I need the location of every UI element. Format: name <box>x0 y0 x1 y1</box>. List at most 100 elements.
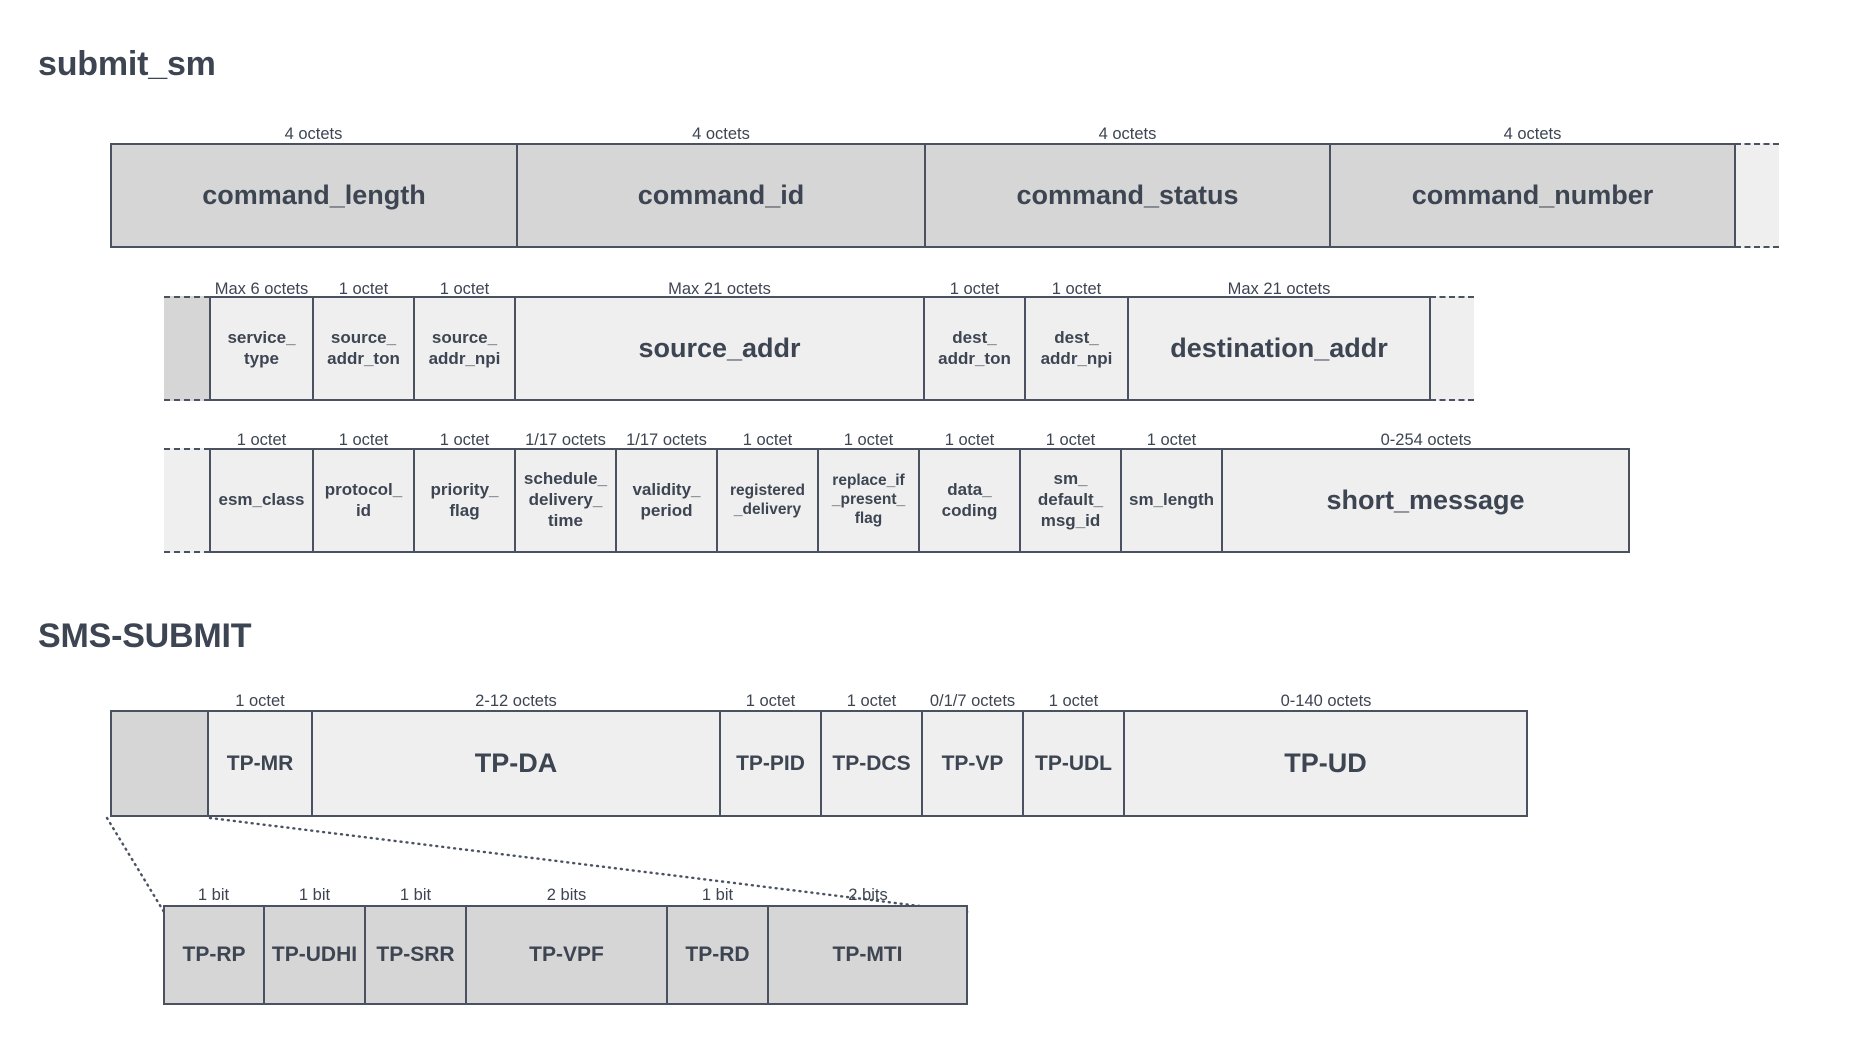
field-label: TP-PID <box>736 751 805 775</box>
field-dest-addr-npi[interactable]: dest_ addr_npi <box>1025 296 1128 401</box>
field-label: command_id <box>637 180 805 211</box>
field-tp-mr[interactable]: TP-MR <box>208 710 312 817</box>
field-registered-delivery[interactable]: registered _delivery <box>717 448 818 553</box>
field-label: command_length <box>202 180 426 211</box>
field-label: sm_ default_ msg_id <box>1037 469 1104 530</box>
field-label: data_ coding <box>941 479 998 520</box>
field-command-length[interactable]: command_length <box>110 143 517 248</box>
size-caption: 1 octet <box>742 431 793 449</box>
field-label: destination_addr <box>1170 333 1388 364</box>
field-label: TP-VPF <box>529 943 604 967</box>
size-caption: 1 octet <box>949 280 1000 298</box>
field-label: TP-MTI <box>832 943 903 967</box>
field-label: source_addr <box>638 333 801 364</box>
field-label: TP-MR <box>226 751 294 775</box>
field-label: registered _delivery <box>730 481 805 518</box>
field-data-coding[interactable]: data_ coding <box>919 448 1020 553</box>
field-label: sm_length <box>1128 490 1215 510</box>
field-label: TP-UD <box>1284 748 1367 779</box>
size-caption: 4 octets <box>692 125 750 143</box>
size-caption: Max 21 octets <box>668 280 771 298</box>
field-source-addr[interactable]: source_addr <box>515 296 924 401</box>
size-caption: 1 octet <box>439 280 490 298</box>
field-tp-pid[interactable]: TP-PID <box>720 710 821 817</box>
flags-row: TP-RP TP-UDHI TP-SRR TP-VPF TP-RD TP-MTI <box>163 905 968 1005</box>
size-caption: 4 octets <box>1503 125 1562 143</box>
field-replace-if-present-flag[interactable]: replace_if _present_ flag <box>818 448 919 553</box>
size-caption: 1 octet <box>338 280 389 298</box>
size-caption: 0/1/7 octets <box>929 692 1016 710</box>
field-schedule-delivery-time[interactable]: schedule_ delivery_ time <box>515 448 616 553</box>
field-validity-period[interactable]: validity_ period <box>616 448 717 553</box>
bit-tp-mti[interactable]: TP-MTI <box>768 905 968 1005</box>
field-dest-addr-ton[interactable]: dest_ addr_ton <box>924 296 1025 401</box>
address-row-captions: Max 6 octets 1 octet 1 octet Max 21 octe… <box>210 277 1570 299</box>
field-label: schedule_ delivery_ time <box>523 469 608 530</box>
field-label: validity_ period <box>632 479 701 520</box>
field-tp-udl[interactable]: TP-UDL <box>1023 710 1124 817</box>
bit-tp-srr[interactable]: TP-SRR <box>365 905 466 1005</box>
size-caption: 1 octet <box>1045 431 1096 449</box>
field-sm-length[interactable]: sm_length <box>1121 448 1222 553</box>
size-caption: 1 octet <box>236 431 287 449</box>
flags-row-captions: 1 bit 1 bit 1 bit 2 bits 1 bit 2 bits <box>163 883 968 905</box>
continuation-stub-left <box>164 448 210 553</box>
field-tp-da[interactable]: TP-DA <box>312 710 720 817</box>
size-caption: 2 bits <box>848 886 888 904</box>
field-source-addr-ton[interactable]: source_ addr_ton <box>313 296 414 401</box>
size-caption: 1 octet <box>843 431 894 449</box>
field-command-status[interactable]: command_status <box>925 143 1330 248</box>
field-source-addr-npi[interactable]: source_ addr_npi <box>414 296 515 401</box>
size-caption: 4 octets <box>1098 125 1157 143</box>
field-label: command_status <box>1016 180 1239 211</box>
size-caption: 1 octet <box>745 692 796 710</box>
field-label: protocol_ id <box>324 479 403 520</box>
size-caption: 1 octet <box>1051 280 1102 298</box>
field-label: TP-VP <box>941 751 1004 775</box>
page-title-submit-sm: submit_sm <box>38 45 216 83</box>
field-label: TP-UDHI <box>271 943 358 967</box>
field-esm-class[interactable]: esm_class <box>210 448 313 553</box>
continuation-stub-left <box>164 296 210 401</box>
field-tp-ud[interactable]: TP-UD <box>1124 710 1528 817</box>
field-tp-flags-byte[interactable] <box>110 710 208 817</box>
address-row: service_ type source_ addr_ton source_ a… <box>164 296 1474 401</box>
size-caption: 1 octet <box>1048 692 1099 710</box>
bit-tp-vpf[interactable]: TP-VPF <box>466 905 667 1005</box>
field-service-type[interactable]: service_ type <box>210 296 313 401</box>
size-caption: 1/17 octets <box>525 431 606 449</box>
field-command-number[interactable]: command_number <box>1330 143 1735 248</box>
field-label: source_ addr_npi <box>428 327 501 368</box>
field-label: source_ addr_ton <box>327 327 400 368</box>
field-label: esm_class <box>218 490 305 510</box>
size-caption: 1 bit <box>701 886 734 904</box>
size-caption: 1 octet <box>944 431 995 449</box>
field-tp-vp[interactable]: TP-VP <box>922 710 1023 817</box>
size-caption: 1 octet <box>439 431 490 449</box>
field-label: dest_ addr_npi <box>1040 327 1113 368</box>
size-caption: 1 bit <box>197 886 230 904</box>
field-label: priority_ flag <box>430 479 499 520</box>
field-command-id[interactable]: command_id <box>517 143 925 248</box>
field-tp-dcs[interactable]: TP-DCS <box>821 710 922 817</box>
bit-tp-rp[interactable]: TP-RP <box>163 905 264 1005</box>
field-label: short_message <box>1326 485 1525 516</box>
size-caption: Max 21 octets <box>1227 280 1331 298</box>
field-sm-default-msg-id[interactable]: sm_ default_ msg_id <box>1020 448 1121 553</box>
bit-tp-udhi[interactable]: TP-UDHI <box>264 905 365 1005</box>
body-row-captions: 1 octet 1 octet 1 octet 1/17 octets 1/17… <box>210 428 1640 450</box>
leader-line-left <box>105 816 166 914</box>
field-destination-addr[interactable]: destination_addr <box>1128 296 1430 401</box>
tpdu-row: TP-MR TP-DA TP-PID TP-DCS TP-VP TP-UDL T… <box>110 710 1528 817</box>
size-caption: 1 octet <box>1146 431 1197 449</box>
field-priority-flag[interactable]: priority_ flag <box>414 448 515 553</box>
bit-tp-rd[interactable]: TP-RD <box>667 905 768 1005</box>
field-short-message[interactable]: short_message <box>1222 448 1630 553</box>
field-label: TP-UDL <box>1035 751 1112 775</box>
field-label: replace_if _present_ flag <box>831 472 906 527</box>
field-protocol-id[interactable]: protocol_ id <box>313 448 414 553</box>
field-label: TP-DCS <box>832 751 911 775</box>
size-caption: 2-12 octets <box>475 692 557 710</box>
continuation-stub-right <box>1430 296 1474 401</box>
